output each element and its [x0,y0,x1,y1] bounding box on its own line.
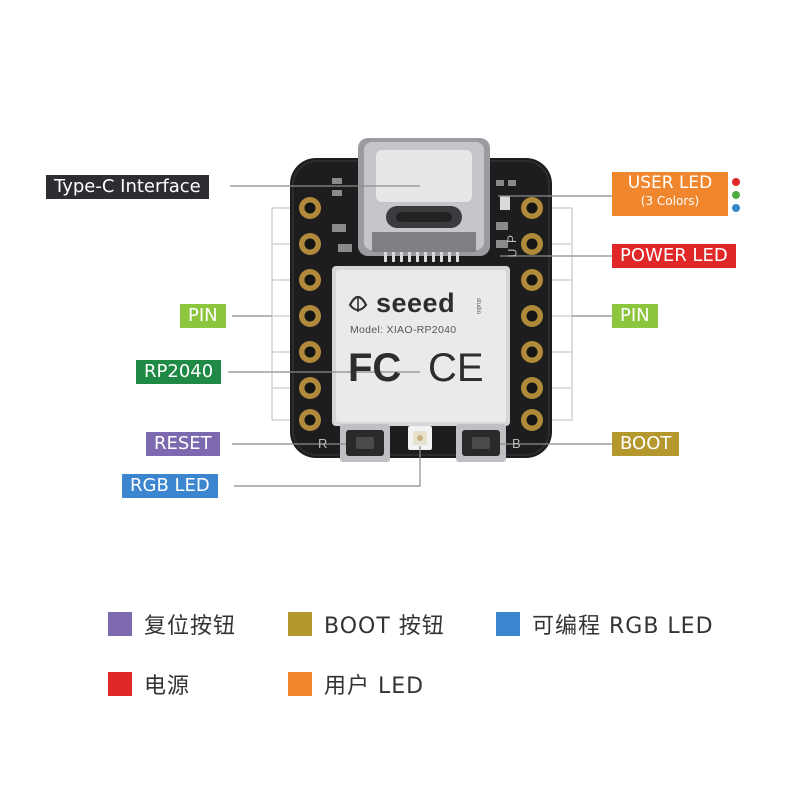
silk-power-label-b: U [505,248,520,258]
legend-swatch [288,612,312,636]
legend-swatch [288,672,312,696]
module-model-text: Model: XIAO-RP2040 [350,324,457,336]
callout-reset: RESET [146,432,220,456]
rgb-led-package [408,426,432,450]
callout-reset-label: RESET [154,433,212,454]
legend-label: 用户 LED [324,674,425,699]
callout-user-led-label: USER LED [627,173,713,193]
legend-label: 可编程 RGB LED [532,614,714,639]
boot-button-body [456,424,506,462]
callout-power-led: POWER LED [612,244,736,268]
callout-pin-left: PIN [180,304,226,328]
silk-reset-letter: R [318,436,328,451]
legend-label: 电源 [144,674,191,699]
callout-lines [228,185,612,487]
module-brand-sub: studio [475,298,481,315]
legend-label: BOOT 按钮 [324,614,445,639]
callout-user-led: USER LED (3 Colors) [612,172,728,216]
usb-type-c-connector [358,138,490,262]
user-led-red-dot [732,178,740,186]
smd-components [332,178,516,252]
callout-type-c-label: Type-C Interface [54,176,201,197]
left-pads [299,197,321,431]
legend-item-reset-button: 复位按钮 [108,608,236,640]
ce-mark: CE [428,346,484,390]
right-pads [521,197,543,431]
legend-label: 复位按钮 [144,614,237,639]
silk-boot-letter: B [512,436,521,451]
fcc-mark: FC [348,346,402,390]
callout-power-led-label: POWER LED [620,245,728,266]
legend-item-boot-button: BOOT 按钮 [288,608,445,640]
legend-swatch [108,672,132,696]
legend-swatch [496,612,520,636]
callout-type-c-interface: Type-C Interface [46,175,209,199]
reset-button-body [340,424,390,462]
callout-boot-label: BOOT [620,433,672,454]
callout-rgb-led-label: RGB LED [130,475,210,496]
callout-boot: BOOT [612,432,680,456]
user-led-blue-dot [732,204,740,212]
legend-item-power: 电源 [108,668,190,700]
legend-item-user-led: 用户 LED [288,668,424,700]
seeed-leaf-icon [348,295,368,312]
callout-pin-right: PIN [612,304,658,328]
legend-item-programmable-rgb-led: 可编程 RGB LED [496,608,714,640]
rp2040-module [332,266,510,426]
callout-pin-left-label: PIN [188,305,218,326]
callout-rp2040: RP2040 [136,360,222,384]
left-pin-guides [271,207,306,421]
callout-rp2040-label: RP2040 [144,361,214,382]
silk-power-label-a: P [505,234,520,244]
callout-rgb-led: RGB LED [122,474,218,498]
legend-swatch [108,612,132,636]
user-led-green-dot [732,191,740,199]
module-brand: seeed [376,288,456,318]
callout-user-led-sublabel: (3 Colors) [640,194,700,208]
callout-pin-right-label: PIN [620,305,650,326]
